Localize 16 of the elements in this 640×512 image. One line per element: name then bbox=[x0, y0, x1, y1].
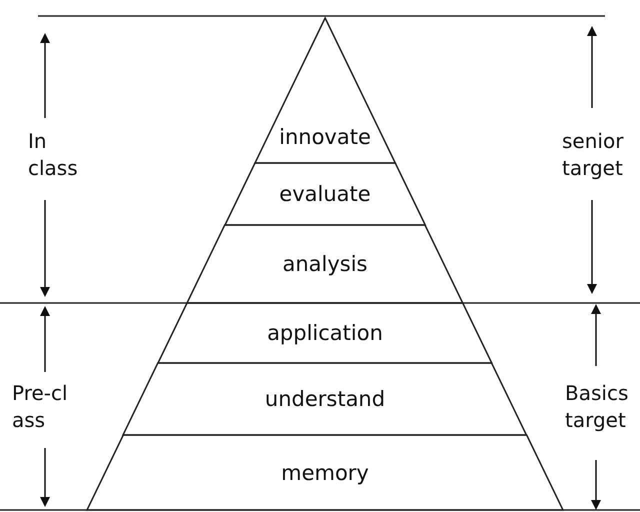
side-label: In class bbox=[28, 128, 79, 182]
pyramid-level bbox=[224, 163, 426, 225]
pyramid-level bbox=[123, 363, 527, 435]
side-label: senior target bbox=[562, 128, 624, 182]
pyramid-level bbox=[254, 18, 396, 163]
level-label: understand bbox=[264, 387, 386, 411]
level-label: innovate bbox=[279, 125, 371, 149]
pyramid-level bbox=[187, 225, 463, 303]
side-label: Pre-cl ass bbox=[12, 380, 69, 434]
level-label: analysis bbox=[282, 252, 368, 276]
level-label: memory bbox=[281, 460, 369, 484]
pyramid-level bbox=[158, 303, 492, 363]
level-label: evaluate bbox=[279, 182, 371, 206]
pyramid-level bbox=[87, 435, 563, 510]
side-label: Basics target bbox=[565, 380, 630, 434]
level-label: application bbox=[267, 321, 383, 345]
